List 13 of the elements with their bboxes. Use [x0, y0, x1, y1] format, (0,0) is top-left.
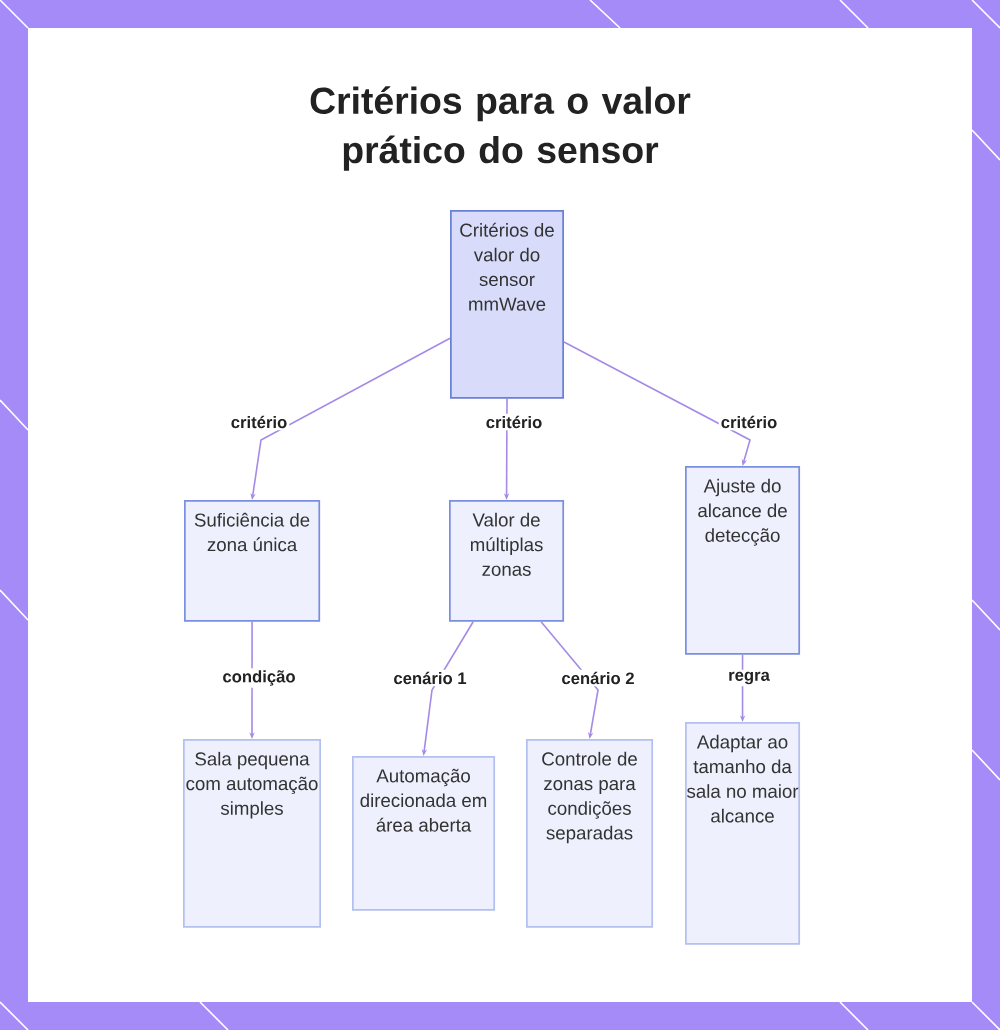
process-box: Adaptar ao tamanho da sala no maior alcance [685, 722, 801, 945]
process-box: Automação direcionada em área aberta [352, 756, 496, 911]
arrow [250, 337, 451, 500]
edge-label: condição [220, 668, 298, 688]
arrow [540, 620, 599, 739]
root-box: Critérios de valor do sensor mmWave [450, 210, 564, 399]
process-box: Suficiência de zona única [184, 500, 321, 622]
title: Critérios para o valor prático do sensor [310, 86, 691, 171]
process-box: Ajuste do alcance de detecção [685, 466, 801, 655]
process-box: Controle de zonas para condições separadas [526, 739, 654, 928]
process-box: Sala pequena com automação simples [183, 739, 321, 928]
process-box: Valor de múltiplas zonas [449, 500, 565, 622]
arrow [563, 341, 751, 466]
